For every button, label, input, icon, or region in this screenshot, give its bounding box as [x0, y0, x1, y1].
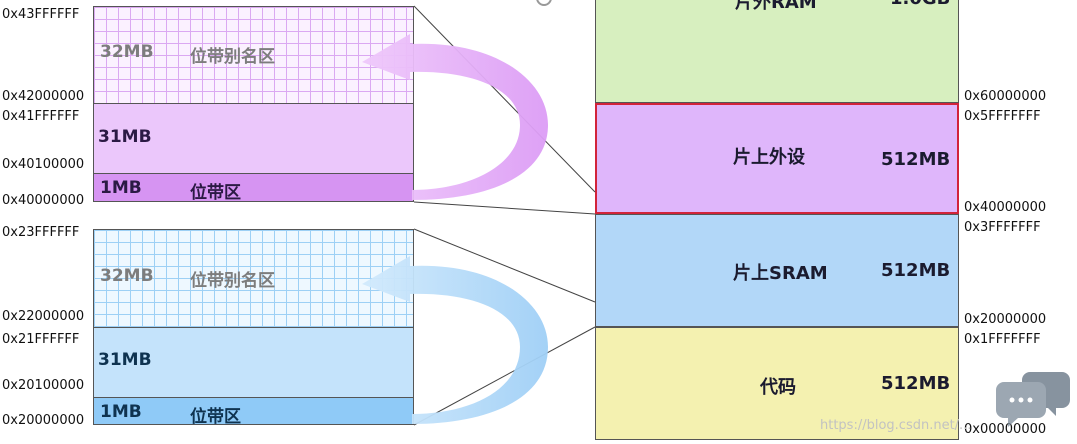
- cropped-circle-shape: [536, 0, 552, 6]
- ext-ram-block: [595, 0, 959, 103]
- peripheral-31mb-size: 31MB: [98, 127, 152, 147]
- addr-0x5FFFFFFF: 0x5FFFFFFF: [964, 109, 1041, 124]
- addr-0x00000000: 0x00000000: [964, 422, 1047, 437]
- addr-0x43FFFFFF: 0x43FFFFFF: [2, 7, 80, 22]
- sram-31mb-size: 31MB: [98, 350, 152, 370]
- code-block-name: 代码: [760, 377, 796, 398]
- peripheral-alias-size: 32MB: [100, 42, 154, 62]
- ext-ram-size: 1.0GB: [890, 0, 950, 9]
- chat-bubble-icon: [996, 372, 1070, 427]
- pink-curved-arrow-icon: [362, 34, 548, 200]
- addr-0x23FFFFFF: 0x23FFFFFF: [2, 225, 80, 240]
- connector-line-peripheral-top: [413, 5, 596, 193]
- blue-curved-arrow-icon: [362, 256, 548, 424]
- peripheral-alias-name: 位带别名区: [190, 47, 275, 67]
- addr-0x21FFFFFF: 0x21FFFFFF: [2, 332, 80, 347]
- peripheral-bitband-name: 位带区: [190, 183, 241, 203]
- addr-0x60000000: 0x60000000: [964, 89, 1047, 104]
- addr-0x40000000-right: 0x40000000: [964, 200, 1047, 215]
- peripheral-31mb-region: [93, 103, 414, 174]
- ext-ram-name: 片外RAM: [735, 0, 817, 13]
- peripheral-block-name: 片上外设: [733, 147, 805, 168]
- addr-0x20000000-left: 0x20000000: [2, 413, 85, 428]
- addr-0x40100000: 0x40100000: [2, 157, 85, 172]
- sram-block: [595, 214, 959, 327]
- peripheral-block-size: 512MB: [881, 149, 951, 170]
- sram-bitband-size: 1MB: [100, 402, 142, 422]
- code-block-size: 512MB: [881, 373, 951, 394]
- sram-block-name: 片上SRAM: [733, 263, 828, 284]
- connector-line-sram-top: [413, 228, 596, 303]
- peripheral-bitband-size: 1MB: [100, 178, 142, 198]
- connector-line-peripheral-bottom: [413, 201, 596, 215]
- connector-line-sram-bottom: [413, 326, 596, 426]
- addr-0x3FFFFFFF: 0x3FFFFFFF: [964, 220, 1041, 235]
- watermark-text: https://blog.csdn.net/...: [820, 418, 972, 433]
- sram-block-size: 512MB: [881, 260, 951, 281]
- addr-0x22000000: 0x22000000: [2, 309, 85, 324]
- sram-alias-region: [93, 229, 414, 328]
- addr-0x20000000-right: 0x20000000: [964, 312, 1047, 327]
- sram-bitband-region: [93, 397, 414, 425]
- code-block: [595, 327, 959, 440]
- addr-0x42000000: 0x42000000: [2, 89, 85, 104]
- peripheral-bitband-region: [93, 173, 414, 202]
- sram-bitband-name: 位带区: [190, 407, 241, 427]
- peripheral-alias-region: [93, 6, 414, 104]
- addr-0x41FFFFFF: 0x41FFFFFF: [2, 109, 80, 124]
- peripheral-block: [595, 103, 959, 214]
- sram-alias-size: 32MB: [100, 266, 154, 286]
- addr-0x1FFFFFFF: 0x1FFFFFFF: [964, 332, 1041, 347]
- addr-0x40000000-left: 0x40000000: [2, 193, 85, 208]
- addr-0x20100000: 0x20100000: [2, 378, 85, 393]
- sram-alias-name: 位带别名区: [190, 271, 275, 291]
